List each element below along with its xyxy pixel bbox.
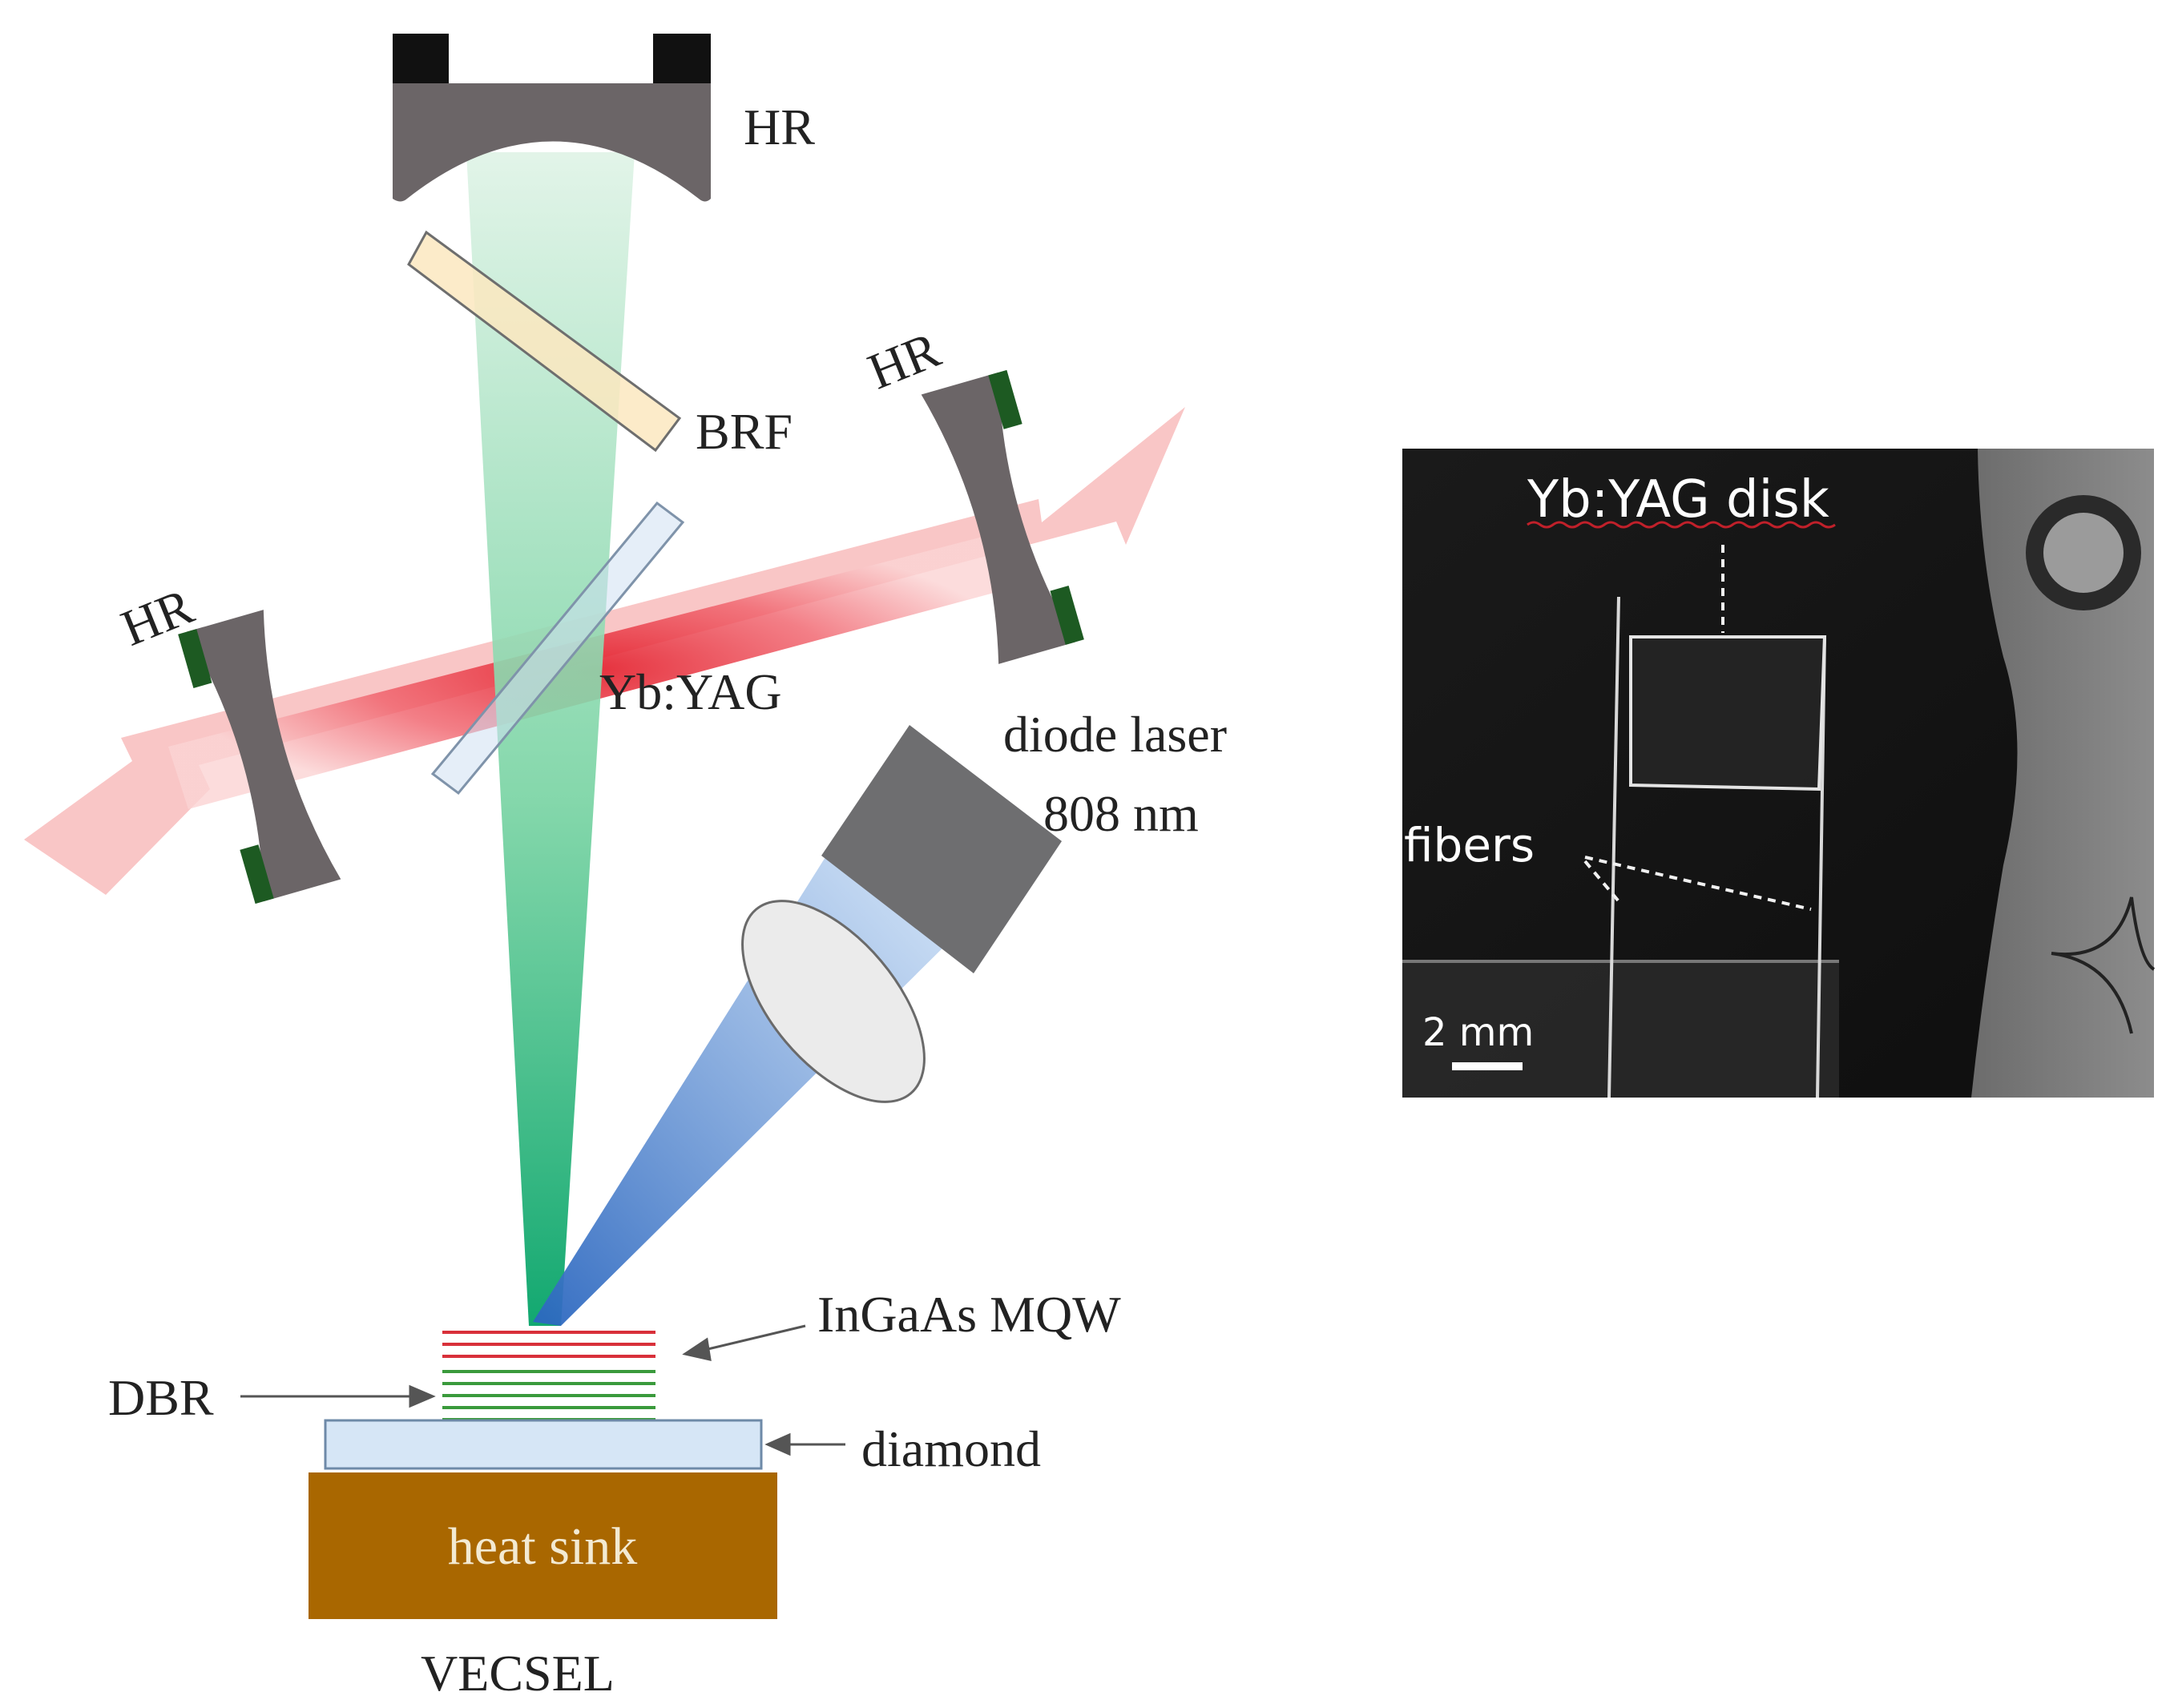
spellcheck-underline xyxy=(1527,521,1836,529)
label-dbr: DBR xyxy=(108,1369,214,1426)
focusing-lens xyxy=(741,900,926,1103)
gain-chip xyxy=(442,1331,655,1421)
label-hr-top: HR xyxy=(744,99,815,155)
plate-engraving xyxy=(2051,896,2156,1034)
diamond-heatspreader xyxy=(324,1419,763,1470)
label-diamond: diamond xyxy=(861,1420,1041,1477)
dbr-arrowhead xyxy=(409,1384,436,1408)
mqw-arrow xyxy=(700,1324,806,1352)
metal-plate xyxy=(1971,449,2154,1098)
yb-yag-crystal xyxy=(430,501,685,796)
mirror-coating-top xyxy=(178,629,212,688)
mirror-body xyxy=(186,610,341,902)
mirror-coating-bottom xyxy=(240,844,274,904)
pointer-lines xyxy=(1583,545,1812,911)
mirror-coating-bottom xyxy=(1050,586,1084,645)
label-brf: BRF xyxy=(696,403,793,460)
annotation-arrows xyxy=(240,1324,845,1456)
yb-yag-disk xyxy=(1629,635,1827,792)
top-hr-mirror xyxy=(393,34,711,202)
heat-sink xyxy=(309,1472,777,1619)
mirror-mount-right xyxy=(653,34,711,83)
left-hr-mirror xyxy=(178,610,341,904)
mirror-body xyxy=(393,83,711,202)
laser-diagram: HR BRF HR HR Yb:YAG diode laser 808 nm I… xyxy=(24,34,1227,1702)
label-diode-line1: diode laser xyxy=(1003,706,1227,763)
mqw-arrowhead xyxy=(682,1337,712,1361)
mirror-coating-top xyxy=(988,369,1022,429)
label-diode-line2: 808 nm xyxy=(1043,785,1199,842)
diode-laser-box xyxy=(821,725,1062,973)
scale-bar xyxy=(1452,1062,1523,1070)
label-heat-sink: heat sink xyxy=(448,1517,637,1576)
dbr-layers xyxy=(442,1370,655,1421)
green-cavity-beam xyxy=(466,152,635,1326)
mirror-body xyxy=(921,372,1076,664)
label-scale: 2 mm xyxy=(1422,1010,1534,1055)
label-mqw: InGaAs MQW xyxy=(817,1286,1121,1343)
diamond-arrowhead xyxy=(764,1432,791,1456)
holder-base xyxy=(1402,961,1839,1098)
brf-plate xyxy=(407,230,682,453)
crystal-photo: Yb:YAG disk fibers 2 mm xyxy=(1402,449,2156,1098)
mirror-mount-left xyxy=(393,34,449,83)
right-hr-mirror xyxy=(921,369,1084,664)
fibers xyxy=(1607,596,1826,1098)
mqw-layers xyxy=(442,1331,655,1358)
screw-head xyxy=(2043,513,2124,593)
label-hr-right: HR xyxy=(861,320,948,400)
label-crystal: Yb:YAG xyxy=(599,663,782,720)
label-fibers: fibers xyxy=(1404,818,1535,872)
label-disk: Yb:YAG disk xyxy=(1527,470,1829,530)
label-vecsel: VECSEL xyxy=(421,1645,615,1702)
